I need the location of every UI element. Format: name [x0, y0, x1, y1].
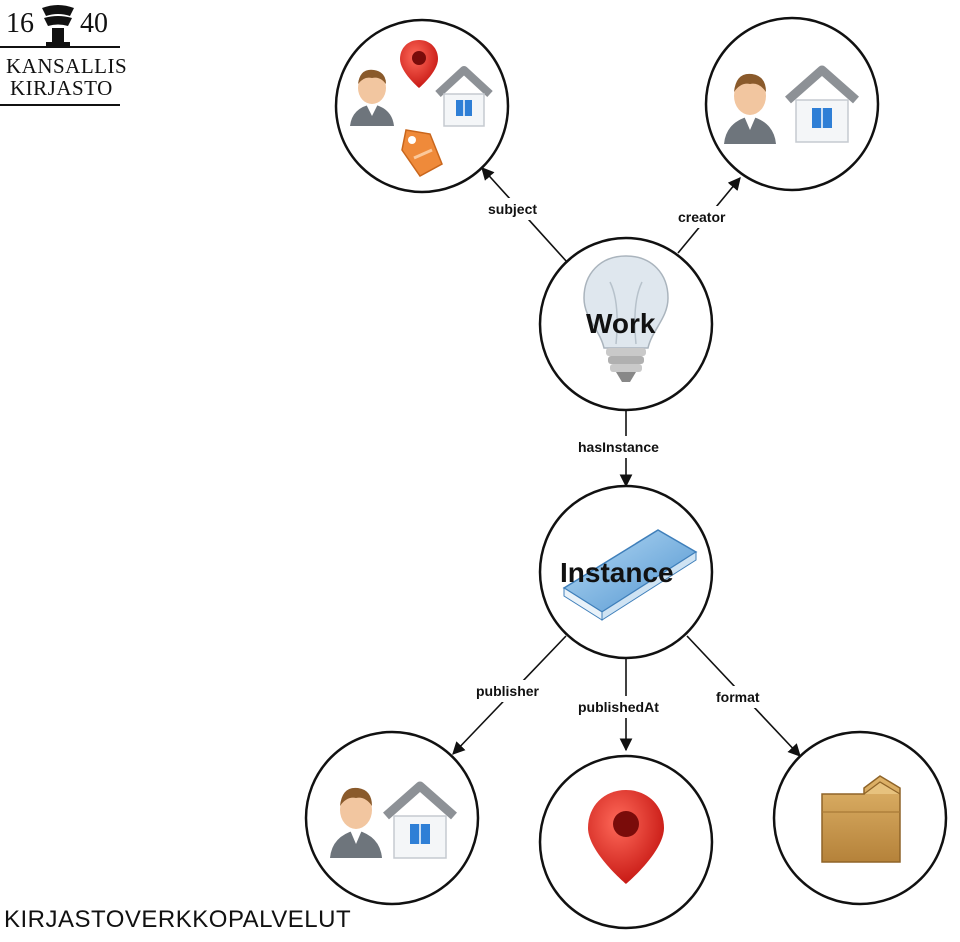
- instance-title: Instance: [560, 557, 674, 588]
- edge-label-format: format: [716, 689, 760, 705]
- logo-line-1: KANSALLIS: [6, 54, 128, 78]
- person-icon: [330, 787, 382, 858]
- edge-label-creator: creator: [678, 209, 726, 225]
- work-title: Work: [586, 308, 656, 339]
- kansalliskirjasto-logo: 16 40 KANSALLIS KIRJASTO: [0, 0, 127, 108]
- person-icon: [350, 69, 394, 126]
- node-subject: [334, 18, 510, 194]
- node-published-at: [538, 754, 714, 930]
- logo-divider-bottom: [0, 104, 120, 106]
- logo-line-2: KIRJASTO: [10, 76, 113, 100]
- logo-year-left: 16: [6, 8, 34, 39]
- house-icon: [785, 65, 859, 143]
- node-format: [772, 730, 948, 906]
- node-publisher: [304, 730, 480, 906]
- logo-divider: [0, 46, 120, 48]
- footer-label: KIRJASTOVERKKOPALVELUT: [4, 906, 352, 933]
- person-icon: [724, 73, 776, 144]
- edge-label-publisher: publisher: [476, 683, 540, 699]
- column-capital-icon: [42, 5, 74, 46]
- node-work: Work: [538, 236, 714, 412]
- tag-icon: [401, 129, 443, 177]
- location-pin-icon: [400, 40, 438, 88]
- logo-year-right: 40: [80, 8, 108, 39]
- edge-label-publishedat: publishedAt: [578, 699, 659, 715]
- node-creator: [704, 16, 880, 192]
- location-pin-icon: [588, 790, 664, 884]
- edge-label-hasinstance: hasInstance: [578, 439, 659, 455]
- light-bulb-icon: [583, 255, 669, 382]
- house-icon: [435, 66, 493, 127]
- node-instance: Instance: [538, 484, 714, 660]
- house-icon: [383, 781, 457, 859]
- box-icon: [821, 775, 901, 863]
- edge-label-subject: subject: [488, 201, 537, 217]
- book-icon: [562, 529, 698, 621]
